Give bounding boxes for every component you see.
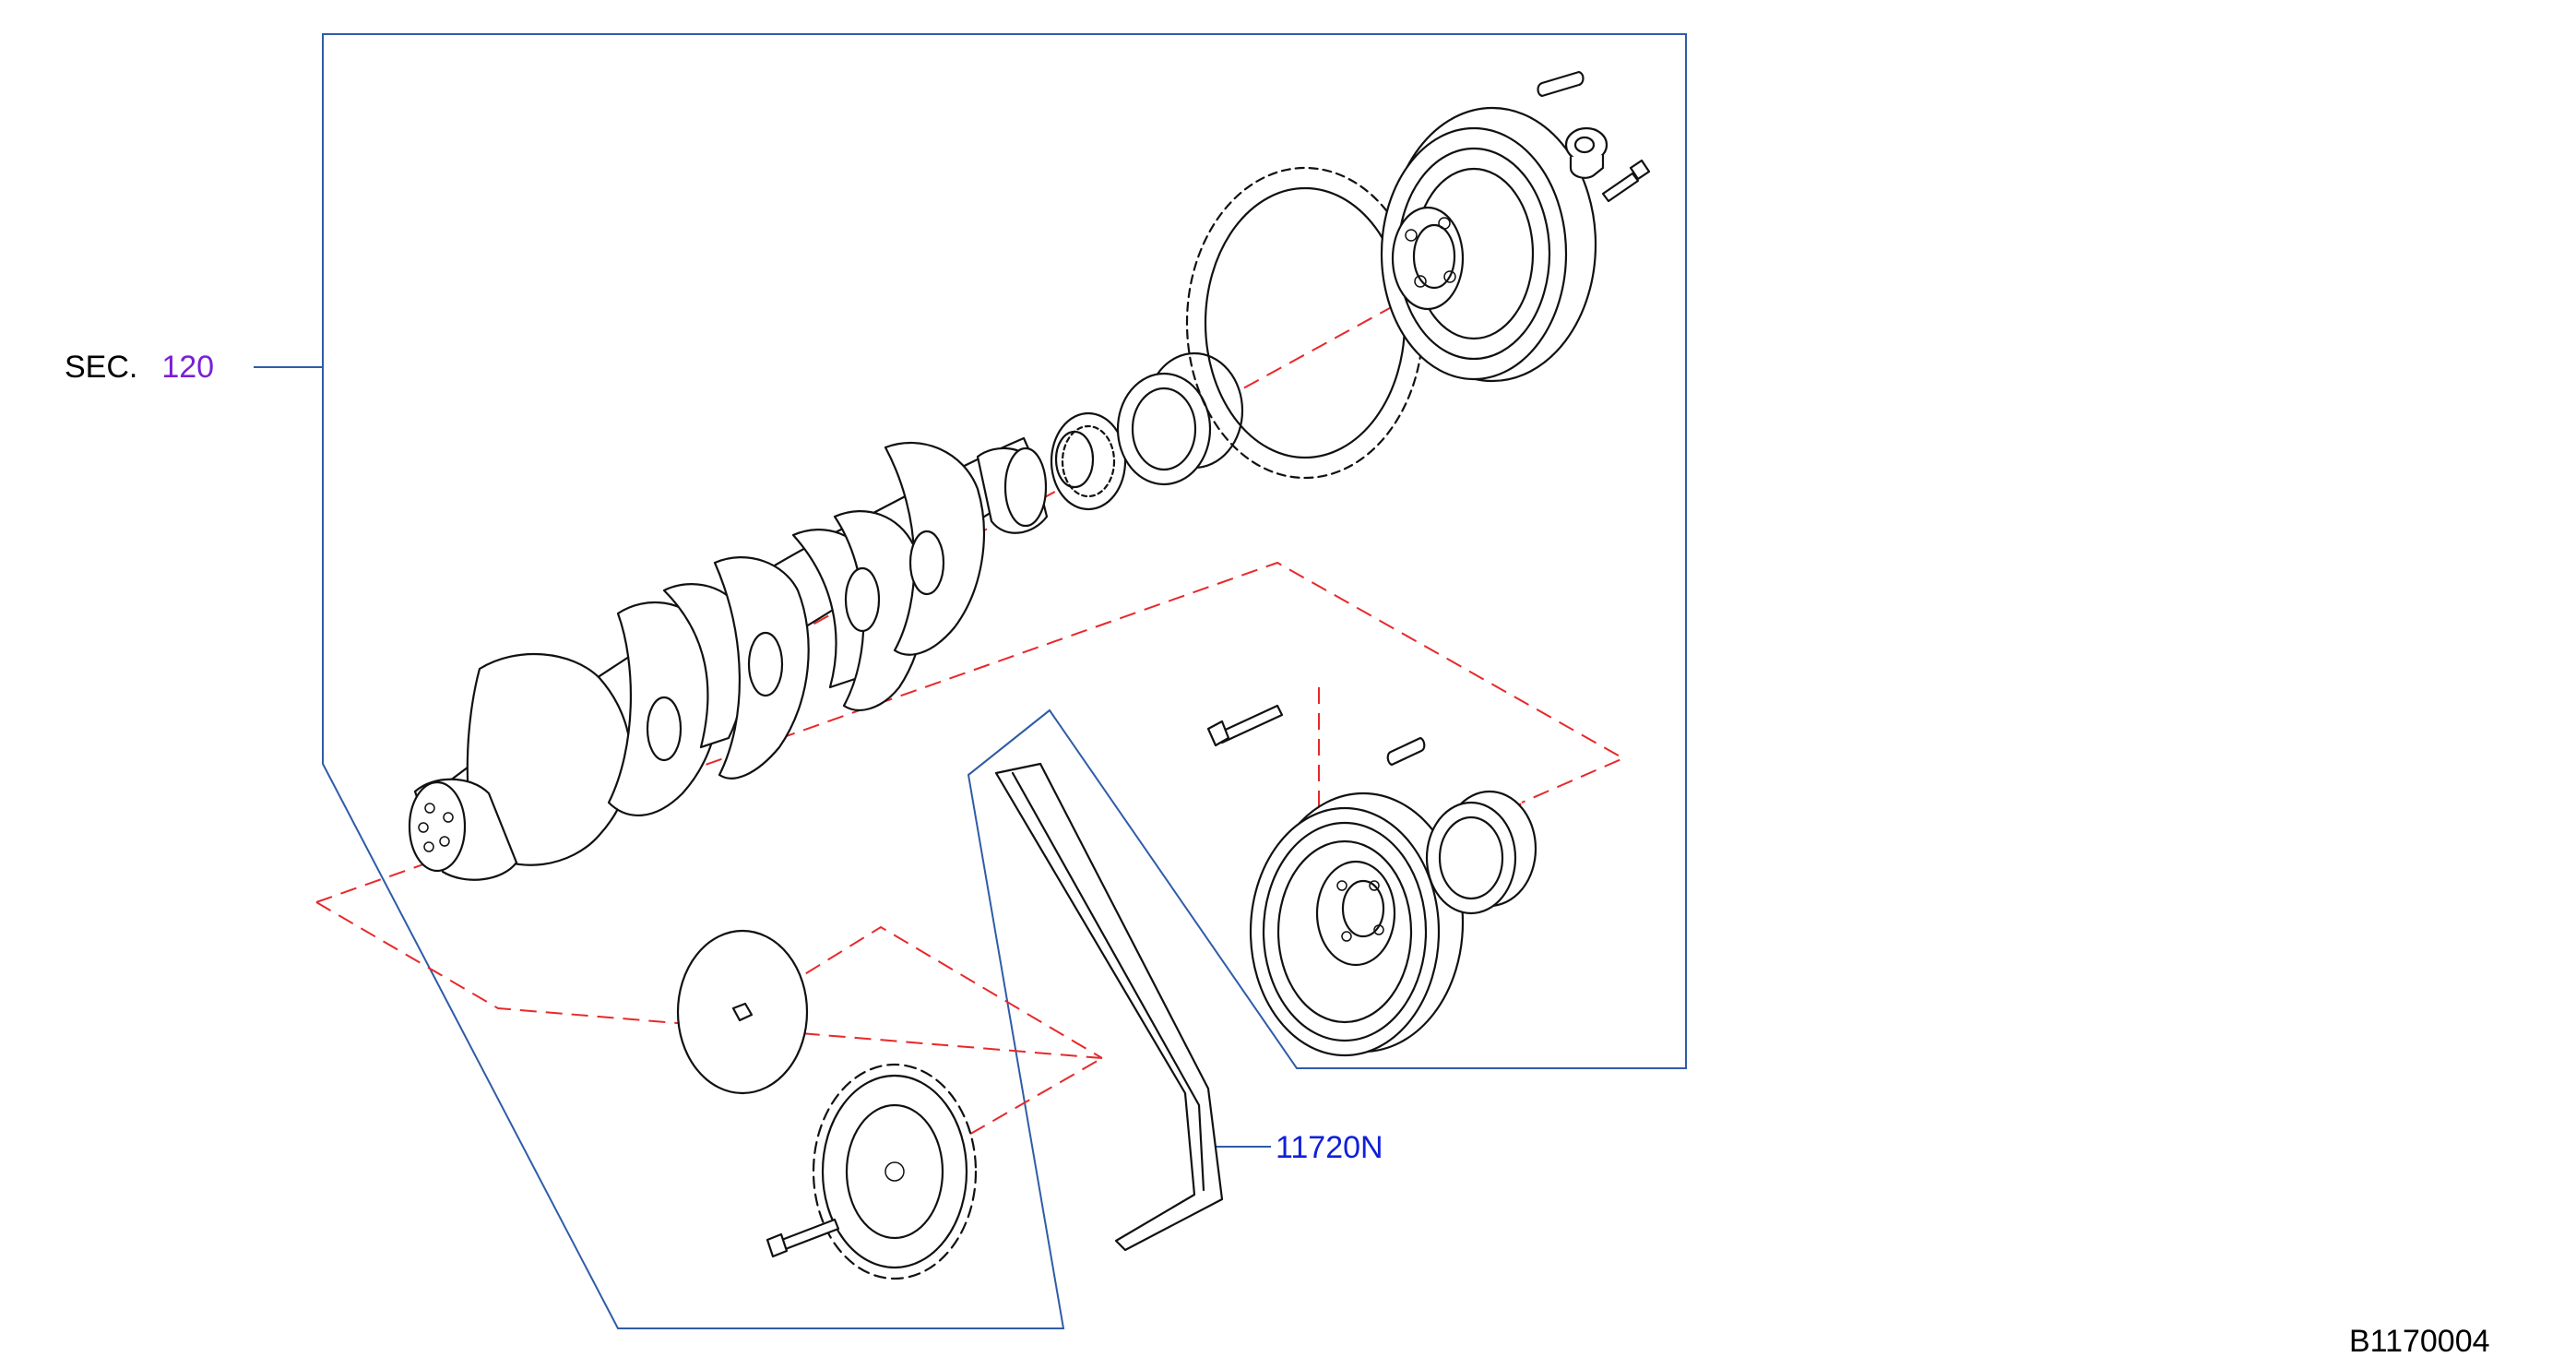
belt-callout-frame bbox=[967, 709, 1271, 1148]
section-prefix: SEC. bbox=[65, 350, 138, 385]
pulley-bolt-icon bbox=[1206, 704, 1284, 747]
section-number-link[interactable]: 120 bbox=[161, 350, 215, 385]
pulley-key-icon bbox=[1386, 736, 1426, 767]
flywheel-bolt-icon bbox=[1601, 159, 1651, 203]
crankshaft-pulley-icon bbox=[1249, 792, 1465, 1057]
drive-belt-icon bbox=[994, 762, 1224, 1252]
timing-sprocket-icon bbox=[1050, 411, 1127, 511]
drive-plate-bolt-icon bbox=[766, 1218, 840, 1258]
flywheel-icon bbox=[1380, 106, 1597, 383]
woodruff-key-icon bbox=[1537, 70, 1585, 98]
rear-oil-seal-icon bbox=[1116, 351, 1244, 486]
figure-code: B1170004 bbox=[2349, 1324, 2490, 1359]
front-oil-seal-icon bbox=[1425, 790, 1537, 915]
pilot-bushing-icon bbox=[1564, 126, 1609, 179]
part-number-link[interactable]: 11720N bbox=[1276, 1130, 1383, 1165]
reinforcement-plate-icon bbox=[676, 929, 809, 1095]
drive-plate-icon bbox=[812, 1063, 978, 1280]
section-reference: SEC. 120 bbox=[65, 351, 214, 383]
crankshaft-icon bbox=[408, 436, 1049, 881]
